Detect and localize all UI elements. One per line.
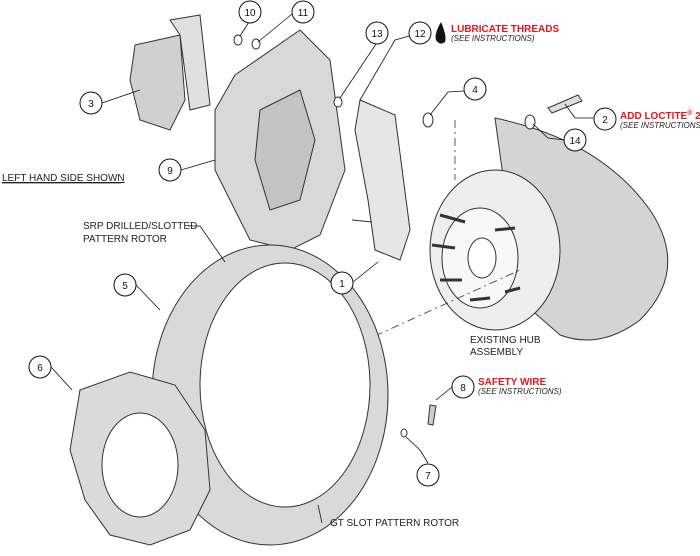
svg-text:2: 2	[602, 115, 608, 126]
wheel-studs	[431, 213, 521, 302]
left-hand-side-note: LEFT HAND SIDE SHOWN	[2, 173, 125, 184]
caliper-bracket	[354, 99, 411, 261]
lubricate-threads-note: LUBRICATE THREADS	[451, 24, 559, 35]
svg-text:7: 7	[425, 471, 431, 482]
callout-10: 10	[238, 0, 262, 24]
safety-wire-bolt	[427, 404, 437, 426]
svg-text:5: 5	[122, 281, 128, 292]
washer-10	[233, 34, 243, 46]
gt-slot-rotor-label: GT SLOT PATTERN ROTOR	[330, 518, 459, 529]
washer-14	[524, 114, 536, 130]
callout-3: 3	[79, 91, 103, 115]
rotor-center-hole	[199, 262, 371, 508]
callout-13: 13	[365, 21, 389, 45]
callout-9: 9	[158, 158, 182, 182]
srp-rotor-label-line1: SRP DRILLED/SLOTTED	[83, 221, 197, 232]
safety-wire-see-instructions: (SEE INSTRUCTIONS)	[478, 387, 562, 396]
svg-text:4: 4	[472, 85, 478, 96]
washer-13	[333, 96, 343, 108]
srp-rotor-label-line2: PATTERN ROTOR	[83, 234, 167, 245]
callout-14: 14	[563, 128, 587, 152]
lubricate-see-instructions: (SEE INSTRUCTIONS)	[451, 34, 535, 43]
svg-text:11: 11	[298, 8, 309, 19]
loctite-see-instructions: (SEE INSTRUCTIONS)	[620, 121, 700, 130]
brake-pad-rear	[169, 14, 211, 111]
oil-drop-icon	[435, 22, 446, 44]
svg-text:13: 13	[371, 29, 383, 40]
hat-center-hole	[101, 412, 179, 518]
svg-text:9: 9	[167, 166, 173, 177]
callout-8: 8	[451, 375, 475, 399]
callout-5: 5	[113, 273, 137, 297]
svg-text:10: 10	[244, 8, 256, 19]
hub-label-line1: EXISTING HUB	[470, 335, 541, 346]
callout-1: 1	[330, 271, 354, 295]
svg-text:1: 1	[339, 279, 345, 290]
svg-text:8: 8	[460, 383, 466, 394]
callout-2: 2	[593, 107, 617, 131]
washer-4	[422, 112, 434, 128]
callout-12: 12	[408, 21, 432, 45]
washer-11	[251, 38, 261, 50]
hub-label-line2: ASSEMBLY	[470, 347, 523, 358]
hub-center	[467, 237, 497, 279]
callout-11: 11	[291, 0, 315, 24]
washer-7	[400, 428, 408, 438]
svg-text:3: 3	[88, 99, 94, 110]
brake-pad-front	[129, 34, 186, 131]
svg-text:6: 6	[37, 363, 43, 374]
svg-text:14: 14	[569, 136, 581, 147]
callout-6: 6	[28, 355, 52, 379]
loctite-note: ADD LOCTITE® 271	[620, 109, 700, 122]
svg-text:12: 12	[414, 29, 426, 40]
callout-7: 7	[416, 463, 440, 487]
safety-wire-note: SAFETY WIRE	[478, 377, 546, 388]
callout-4: 4	[463, 77, 487, 101]
